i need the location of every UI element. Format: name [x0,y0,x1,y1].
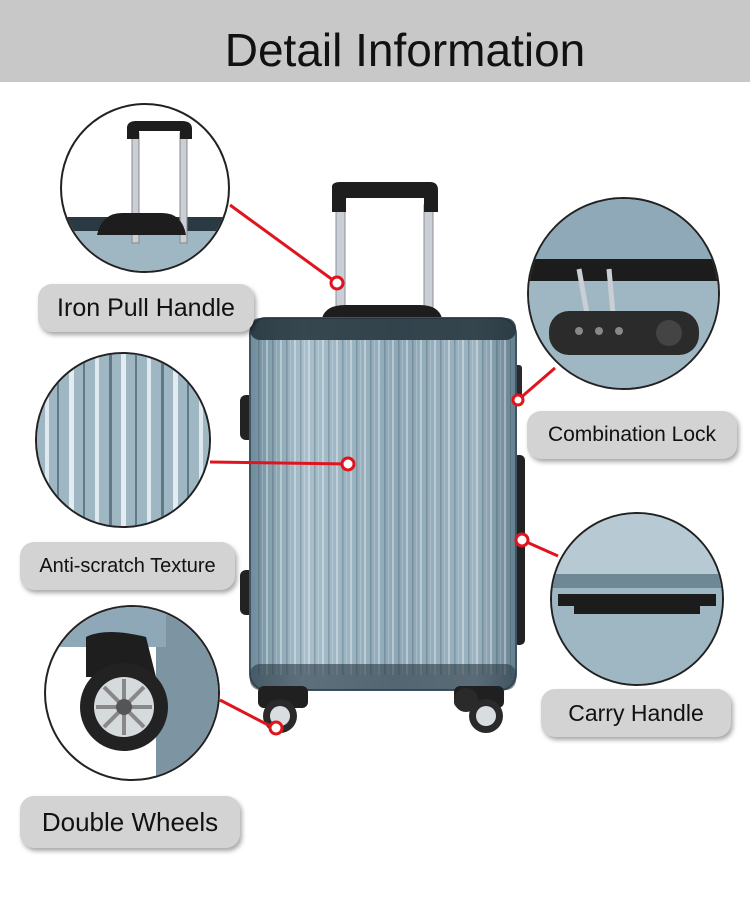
label-text: Combination Lock [547,423,717,446]
combination-lock-detail [527,197,720,390]
texture-detail [35,352,211,528]
carry-handle-detail [550,512,724,686]
header-bar: Detail Information [0,0,750,82]
telescoping-handle [332,182,438,321]
wheels [258,686,504,733]
label-carry-handle: Carry Handle [541,689,731,737]
label-text: Iron Pull Handle [57,293,235,322]
label-text: Carry Handle [568,699,704,726]
wheel-detail [44,605,220,781]
label-combination-lock: Combination Lock [527,411,737,459]
label-anti-scratch-texture: Anti-scratch Texture [20,542,235,590]
page-title: Detail Information [224,24,586,76]
label-text: Anti-scratch Texture [39,554,216,577]
label-text: Double Wheels [41,806,219,837]
label-iron-pull-handle: Iron Pull Handle [38,284,254,332]
label-double-wheels: Double Wheels [20,796,240,848]
pull-handle-detail [60,103,230,273]
